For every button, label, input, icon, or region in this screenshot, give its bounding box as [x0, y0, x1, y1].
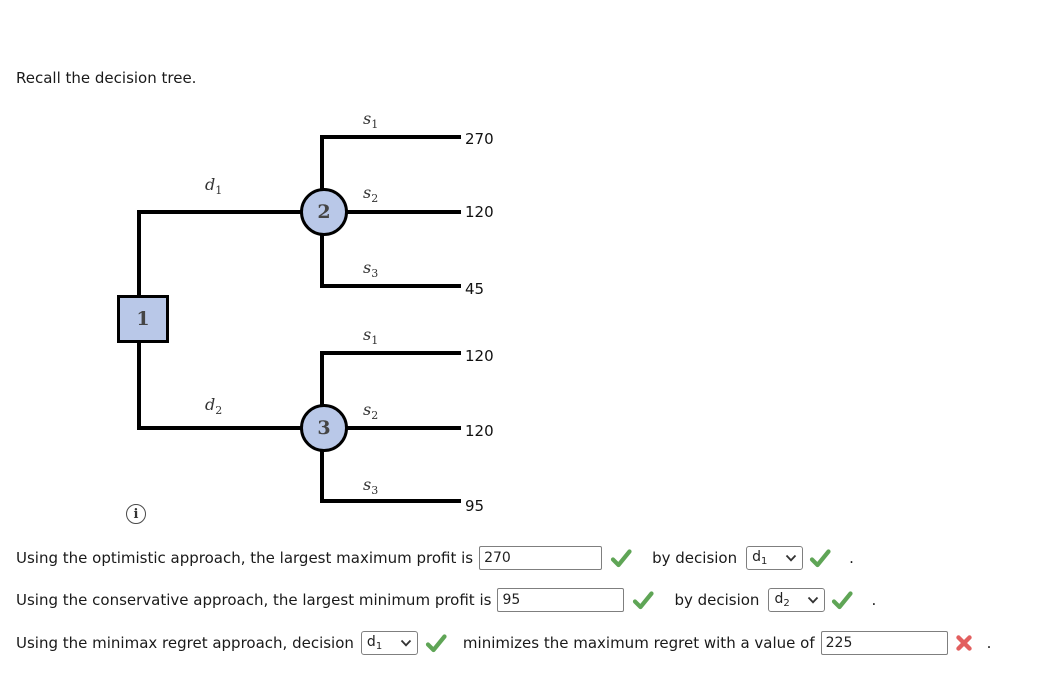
question-row-optimistic: Using the optimistic approach, the large…	[16, 544, 854, 572]
branch-label-n3-s1: s1	[363, 325, 379, 347]
tree-edge-n3-s2-horizontal	[324, 426, 461, 430]
selected-option: d2	[774, 591, 790, 609]
by-decision-label: by decision	[652, 549, 738, 567]
chevron-down-icon	[400, 639, 412, 647]
incorrect-cross-icon	[955, 634, 973, 652]
question-text: Using the minimax regret approach, decis…	[16, 634, 354, 652]
tree-edge-n3-s3-vertical	[320, 428, 324, 502]
info-icon-glyph: i	[133, 506, 139, 522]
correct-check-icon	[809, 548, 831, 568]
tree-edge-n2-s3-vertical	[320, 212, 324, 286]
payoff-n3-s2: 120	[465, 422, 494, 440]
payoff-n2-s1: 270	[465, 130, 494, 148]
optimistic-profit-input[interactable]	[479, 546, 603, 570]
correct-check-icon	[610, 548, 632, 568]
question-text: Using the optimistic approach, the large…	[16, 549, 474, 567]
decision-node-1: 1	[117, 295, 169, 343]
minimax-regret-input[interactable]	[820, 631, 948, 655]
question-text: Using the conservative approach, the lar…	[16, 591, 492, 609]
chance-node-3: 3	[300, 404, 348, 452]
tree-edge-d2-horizontal	[137, 426, 324, 430]
branch-label-n3-s2: s2	[363, 400, 379, 422]
chance-node-2-label: 2	[317, 201, 331, 223]
page-title: Recall the decision tree.	[16, 69, 197, 87]
conservative-profit-input[interactable]	[497, 588, 625, 612]
by-decision-label: by decision	[674, 591, 760, 609]
tree-edge-n3-s1-horizontal	[320, 351, 461, 355]
correct-check-icon	[831, 590, 854, 610]
chevron-down-icon	[808, 596, 819, 604]
chevron-down-icon	[785, 554, 797, 562]
tree-edge-n2-s3-horizontal	[320, 284, 461, 288]
sentence-period: .	[849, 549, 854, 567]
payoff-n2-s2: 120	[465, 203, 494, 221]
minimax-decision-select[interactable]: d1	[360, 631, 418, 655]
tree-edge-d2-vertical	[137, 343, 141, 428]
chance-node-3-label: 3	[317, 417, 331, 439]
tree-edge-n3-s3-horizontal	[320, 499, 461, 503]
tree-edge-n2-s1-vertical	[320, 137, 324, 212]
payoff-n2-s3: 45	[465, 280, 485, 298]
tree-edge-d1-horizontal	[137, 210, 324, 214]
optimistic-decision-select[interactable]: d1	[746, 546, 804, 570]
branch-label-n2-s2: s2	[363, 183, 379, 205]
payoff-n3-s1: 120	[465, 347, 494, 365]
chance-node-2: 2	[300, 188, 348, 236]
tree-edge-d1-vertical	[137, 210, 141, 295]
branch-label-d1: d1	[205, 175, 223, 197]
correct-check-icon	[425, 633, 447, 653]
branch-label-n2-s1: s1	[363, 109, 379, 131]
tree-edge-n2-s1-horizontal	[320, 135, 461, 139]
payoff-n3-s3: 95	[465, 497, 485, 515]
branch-label-n3-s3: s3	[363, 475, 379, 497]
tree-edge-n3-s1-vertical	[320, 352, 324, 428]
selected-option: d1	[366, 634, 383, 652]
decision-node-1-label: 1	[136, 308, 150, 330]
question-row-conservative: Using the conservative approach, the lar…	[16, 586, 876, 614]
correct-check-icon	[632, 590, 655, 610]
conservative-decision-select[interactable]: d2	[768, 588, 826, 612]
sentence-period: .	[871, 591, 877, 609]
sentence-period: .	[986, 634, 992, 652]
selected-option: d1	[752, 549, 768, 567]
question-text-mid: minimizes the maximum regret with a valu…	[462, 634, 815, 652]
question-row-minimax: Using the minimax regret approach, decis…	[16, 629, 991, 657]
info-icon[interactable]: i	[126, 504, 146, 524]
branch-label-n2-s3: s3	[363, 258, 379, 280]
tree-edge-n2-s2-horizontal	[324, 210, 461, 214]
branch-label-d2: d2	[205, 395, 223, 417]
